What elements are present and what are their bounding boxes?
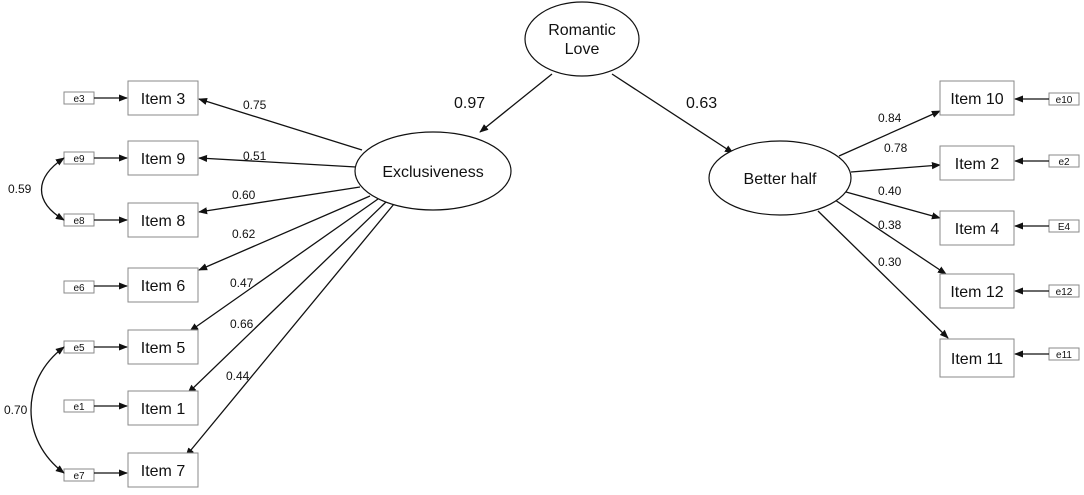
item9-label: Item 9 [141, 151, 186, 168]
path-romantic-to-better-half [611, 73, 734, 154]
indicator-item3: Item 3 e3 [63, 80, 199, 116]
loading-label-item11: 0.30 [878, 255, 902, 269]
loading-label-item4: 0.40 [878, 184, 902, 198]
loading-label-item2: 0.78 [884, 141, 908, 155]
loading-path-item5 [189, 198, 379, 332]
error-label-e12: e12 [1056, 287, 1073, 298]
loading-path-item1 [187, 201, 387, 394]
loading-path-item6 [198, 195, 371, 271]
exclusiveness-label: Exclusiveness [382, 164, 483, 181]
romantic-love-label-line1: Romantic [548, 22, 616, 39]
indicator-item1: Item 1 e1 [63, 390, 199, 426]
item1-label: Item 1 [141, 401, 186, 418]
covariance-label-e9-e8: 0.59 [8, 182, 32, 196]
loading-path-item9 [198, 154, 357, 168]
better-half-label: Better half [744, 171, 817, 188]
latent-exclusiveness: Exclusiveness [354, 131, 512, 211]
error-label-e7: e7 [73, 471, 85, 482]
error-term-e7 [63, 468, 95, 482]
error-label-e3: e3 [73, 94, 85, 105]
indicator-item7: Item 7 e7 [63, 452, 199, 488]
error-label-e1: e1 [73, 402, 85, 413]
loading-label-item8: 0.60 [232, 188, 256, 202]
latent-romantic-love: Romantic Love [524, 1, 640, 77]
loading-label-item7: 0.44 [226, 369, 250, 383]
error-label-e8: e8 [73, 216, 85, 227]
item11-label: Item 11 [951, 351, 1003, 368]
error-label-e10: e10 [1056, 95, 1073, 106]
error-label-e6: e6 [73, 283, 85, 294]
loading-path-item3 [198, 97, 363, 151]
indicator-item4: Item 4 E4 [939, 210, 1080, 246]
indicator-item8: Item 8 e8 [63, 202, 199, 238]
error-label-e5: e5 [73, 343, 85, 354]
item8-label: Item 8 [141, 213, 186, 230]
loading-label-item1: 0.66 [230, 317, 254, 331]
item10-label: Item 10 [950, 91, 1003, 108]
item5-label: Item 5 [141, 340, 186, 357]
loading-path-item8 [198, 186, 361, 215]
coef-romantic-exclusiveness: 0.97 [454, 95, 485, 112]
item6-label: Item 6 [141, 278, 186, 295]
indicator-item10: Item 10 e10 [939, 80, 1080, 116]
loading-path-item4 [845, 191, 941, 220]
loading-path-item10 [838, 110, 941, 157]
indicator-item6: Item 6 e6 [63, 267, 199, 303]
loading-label-item3: 0.75 [243, 98, 267, 112]
item3-label: Item 3 [141, 91, 186, 108]
item2-label: Item 2 [955, 156, 1000, 173]
loading-path-item12 [834, 199, 947, 275]
loading-label-item12: 0.38 [878, 218, 902, 232]
romantic-love-label-line2: Love [565, 41, 600, 58]
loading-path-item11 [817, 210, 949, 339]
loading-label-item9: 0.51 [243, 149, 267, 163]
loading-path-item7 [185, 203, 395, 457]
coef-romantic-better-half: 0.63 [686, 95, 717, 112]
loading-label-item5: 0.47 [230, 276, 254, 290]
loading-path-item2 [850, 162, 941, 173]
error-label-e9: e9 [73, 154, 85, 165]
loading-label-item6: 0.62 [232, 227, 256, 241]
indicator-item11: Item 11 e11 [939, 338, 1080, 378]
covariance-e9-e8 [40, 157, 65, 221]
path-romantic-to-exclusiveness [479, 73, 553, 133]
indicator-item9: Item 9 e9 [63, 140, 199, 176]
covariance-e5-e7 [30, 346, 65, 474]
loading-label-item10: 0.84 [878, 111, 902, 125]
indicator-item2: Item 2 e2 [939, 145, 1080, 181]
error-term-e6 [63, 280, 95, 294]
error-label-e11: e11 [1056, 350, 1072, 361]
covariance-label-e5-e7: 0.70 [4, 403, 28, 417]
indicator-item5: Item 5 e5 [63, 329, 199, 365]
item4-label: Item 4 [955, 221, 1000, 238]
latent-better-half: Better half [708, 140, 852, 216]
item7-label: Item 7 [141, 463, 186, 480]
error-label-E4: E4 [1058, 222, 1071, 233]
error-label-e2: e2 [1058, 157, 1070, 168]
indicator-item12: Item 12 e12 [939, 273, 1080, 309]
item12-label: Item 12 [950, 284, 1003, 301]
